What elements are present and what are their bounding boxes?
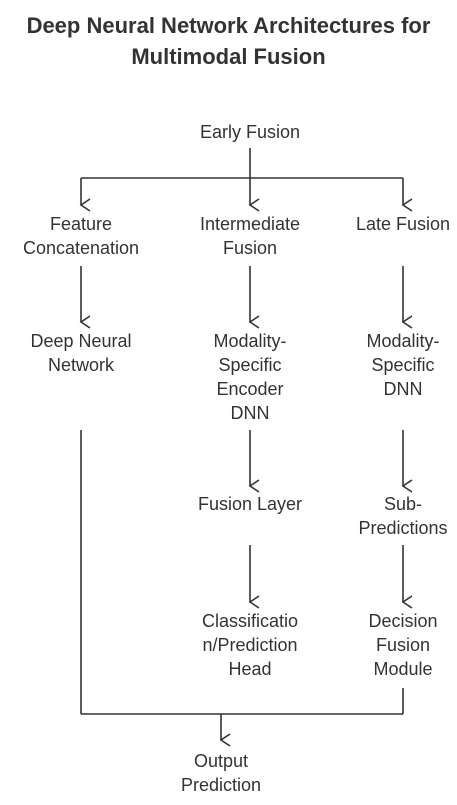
node-decision-fusion-module: Decision Fusion Module — [368, 611, 438, 679]
node-early-fusion: Early Fusion — [199, 122, 301, 142]
node-output-prediction: Output Prediction — [180, 751, 262, 795]
node-intermediate-fusion: Intermediate Fusion — [199, 214, 301, 258]
node-modality-specific-dnn: Modality- Specific DNN — [366, 331, 440, 399]
node-modality-specific-encoder-dnn: Modality- Specific Encoder DNN — [213, 331, 287, 423]
node-late-fusion: Late Fusion — [355, 214, 451, 234]
node-sub-predictions: Sub- Predictions — [358, 494, 448, 538]
node-feature-concatenation: Feature Concatenation — [22, 214, 140, 258]
node-deep-neural-network: Deep Neural Network — [30, 331, 132, 375]
diagram-title: Deep Neural Network Architectures for Mu… — [26, 13, 431, 69]
node-fusion-layer: Fusion Layer — [197, 494, 303, 514]
node-classification-prediction-head: Classificatio n/Prediction Head — [201, 611, 299, 679]
